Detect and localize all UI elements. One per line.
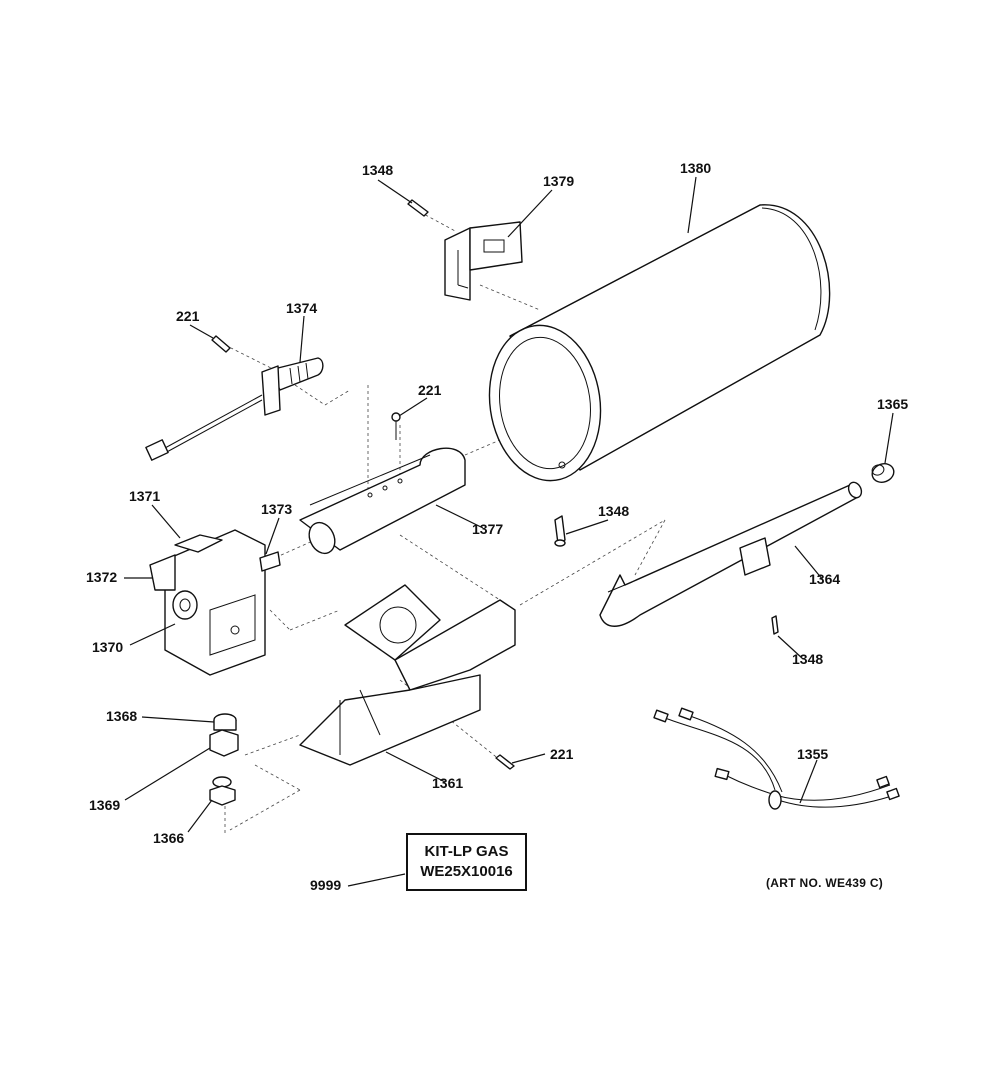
cap-1365 bbox=[871, 463, 895, 483]
label-9999: 9999 bbox=[310, 877, 341, 893]
burner-bracket-1361 bbox=[299, 584, 516, 766]
label-1377: 1377 bbox=[472, 521, 503, 537]
gas-valve-1370 bbox=[149, 529, 281, 676]
label-1348-mid: 1348 bbox=[598, 503, 629, 519]
kit-line-1: KIT-LP GAS bbox=[424, 843, 509, 860]
label-1366: 1366 bbox=[153, 830, 184, 846]
screw-221-bottom bbox=[495, 754, 515, 770]
label-1368: 1368 bbox=[106, 708, 137, 724]
igniter-1374 bbox=[145, 357, 324, 461]
label-1348-top: 1348 bbox=[362, 162, 393, 178]
label-1372: 1372 bbox=[86, 569, 117, 585]
fitting-1368 bbox=[213, 713, 237, 731]
label-1373: 1373 bbox=[261, 501, 292, 517]
label-1364: 1364 bbox=[809, 571, 840, 587]
callout-labels: 1348 1379 1380 221 1374 221 1365 1371 13… bbox=[86, 160, 908, 893]
label-1371: 1371 bbox=[129, 488, 160, 504]
drum-1380 bbox=[488, 204, 831, 482]
label-1379: 1379 bbox=[543, 173, 574, 189]
fitting-1369 bbox=[209, 729, 239, 757]
gas-tube-1364 bbox=[599, 481, 863, 627]
label-1374: 1374 bbox=[286, 300, 317, 316]
label-221-mid: 221 bbox=[418, 382, 442, 398]
burner-tube-1377 bbox=[299, 447, 466, 555]
label-1369: 1369 bbox=[89, 797, 120, 813]
screw-1348-right bbox=[771, 615, 779, 635]
label-1355: 1355 bbox=[797, 746, 828, 762]
leader-lines bbox=[124, 176, 894, 887]
label-221-bottom: 221 bbox=[550, 746, 574, 762]
screw-1348-top bbox=[407, 199, 429, 217]
screw-1348-mid bbox=[554, 515, 566, 547]
label-1348-right: 1348 bbox=[792, 651, 823, 667]
art-number: (ART NO. WE439 C) bbox=[766, 876, 884, 890]
label-221-left: 221 bbox=[176, 308, 200, 324]
fitting-1366 bbox=[209, 776, 236, 806]
label-1365: 1365 bbox=[877, 396, 908, 412]
screw-221-left bbox=[211, 335, 231, 353]
label-1380: 1380 bbox=[680, 160, 711, 176]
screw-221-mid bbox=[391, 412, 401, 440]
wire-harness-1355 bbox=[653, 707, 900, 810]
label-1361: 1361 bbox=[432, 775, 463, 791]
bracket-1379 bbox=[444, 221, 523, 301]
label-1370: 1370 bbox=[92, 639, 123, 655]
kit-line-2: WE25X10016 bbox=[420, 863, 513, 880]
kit-label-box: KIT-LP GAS WE25X10016 bbox=[406, 833, 527, 891]
